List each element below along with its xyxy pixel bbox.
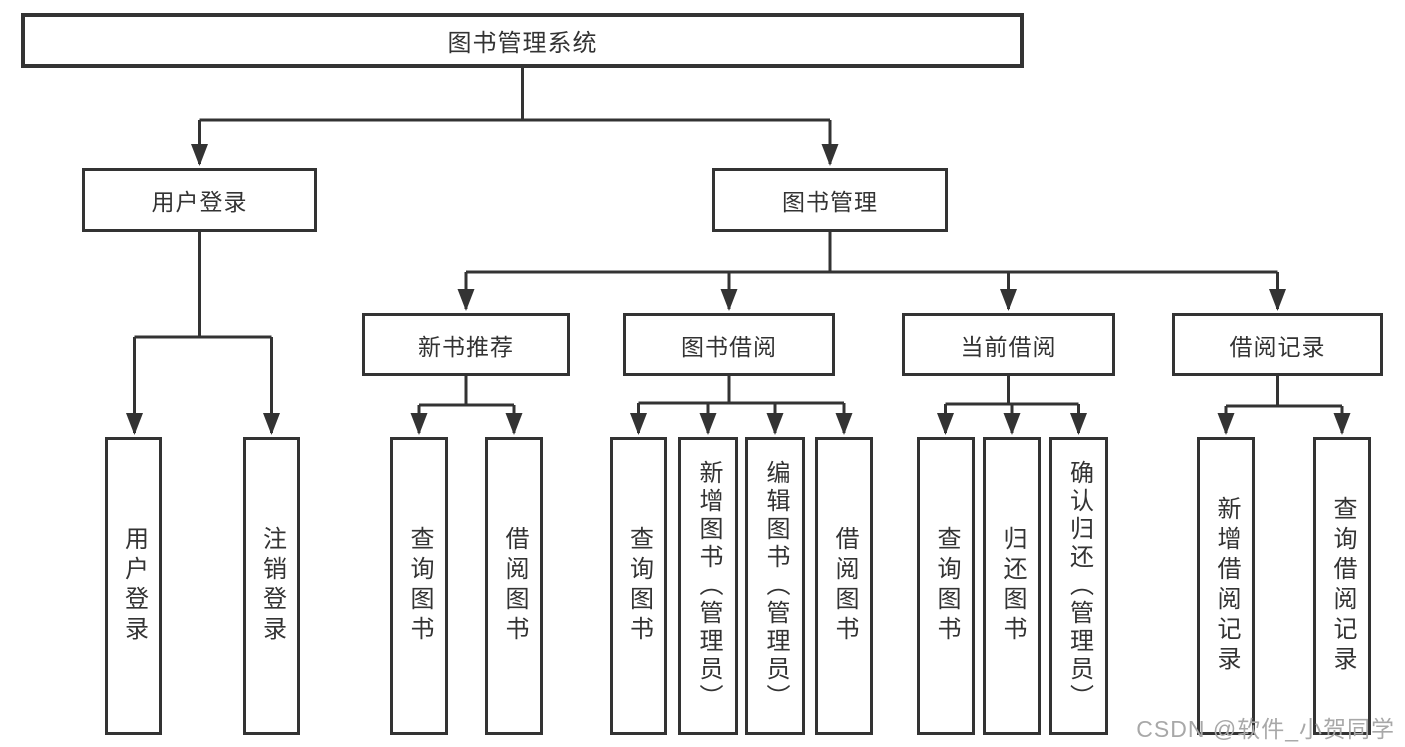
node-label: 图书管理系统	[447, 30, 598, 57]
node-label: 注销登录	[258, 526, 286, 646]
leaf-add-books-admin: 新增图书（管理员）	[678, 437, 738, 735]
node-label: 编辑图书（管理员）	[762, 460, 789, 712]
leaf-user-login: 用户登录	[105, 437, 162, 735]
node-label: 归还图书	[999, 526, 1026, 646]
node-label: 查询图书	[933, 526, 960, 646]
csdn-watermark: CSDN @软件_小贺同学	[1136, 716, 1395, 742]
node-library-management-system: 图书管理系统	[21, 13, 1024, 68]
node-label: 借阅图书	[831, 526, 858, 646]
leaf-add-borrow-record: 新增借阅记录	[1197, 437, 1255, 735]
node-label: 图书管理	[782, 189, 878, 215]
node-borrowing-records: 借阅记录	[1172, 313, 1383, 376]
node-label: 查询借阅记录	[1329, 496, 1356, 676]
node-label: 查询图书	[625, 526, 653, 646]
leaf-edit-books-admin: 编辑图书（管理员）	[745, 437, 805, 735]
node-label: 借阅记录	[1229, 333, 1326, 360]
node-book-management: 图书管理	[712, 168, 948, 232]
node-label: 确认归还（管理员）	[1065, 460, 1093, 712]
node-label: 新增借阅记录	[1213, 496, 1240, 676]
node-book-borrowing: 图书借阅	[623, 313, 835, 376]
leaf-query-borrow-record: 查询借阅记录	[1313, 437, 1371, 735]
leaf-confirm-return-admin: 确认归还（管理员）	[1049, 437, 1108, 735]
leaf-query-books-current: 查询图书	[917, 437, 975, 735]
node-label: 查询图书	[406, 526, 433, 646]
node-label: 新增图书（管理员）	[695, 460, 722, 712]
node-label: 新书推荐	[418, 333, 514, 360]
leaf-borrow-books-recommend: 借阅图书	[485, 437, 543, 735]
leaf-return-books: 归还图书	[983, 437, 1041, 735]
node-new-book-recommendation: 新书推荐	[362, 313, 570, 376]
leaf-query-books-borrowing: 查询图书	[610, 437, 667, 735]
node-current-borrowing: 当前借阅	[902, 313, 1115, 376]
leaf-query-books-recommend: 查询图书	[390, 437, 448, 735]
node-label: 图书借阅	[681, 333, 777, 360]
node-label: 当前借阅	[960, 333, 1057, 360]
leaf-borrow-books-borrowing: 借阅图书	[815, 437, 873, 735]
node-user-login: 用户登录	[82, 168, 317, 232]
node-label: 借阅图书	[501, 526, 528, 646]
node-label: 用户登录	[120, 526, 148, 646]
leaf-logout: 注销登录	[243, 437, 300, 735]
node-label: 用户登录	[151, 189, 248, 215]
